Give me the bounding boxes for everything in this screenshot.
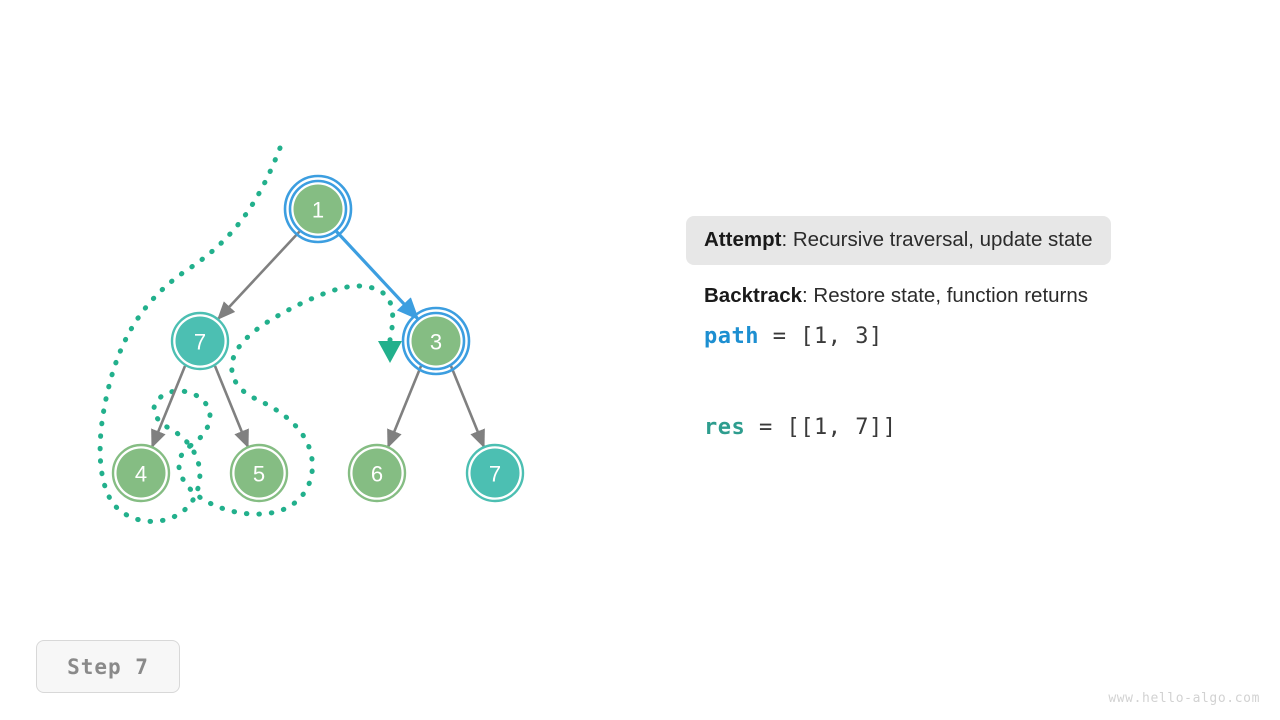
- code-spacer: [686, 353, 1246, 411]
- node-outer-ring: [347, 443, 407, 503]
- node-outer-ring: [465, 443, 525, 503]
- tree-node-1[interactable]: 1: [283, 174, 353, 244]
- tree-node-3[interactable]: 3: [401, 306, 471, 376]
- tree-node-4[interactable]: 4: [111, 443, 171, 503]
- state-info-panel: Attempt: Recursive traversal, update sta…: [686, 216, 1246, 444]
- backtrack-text: : Restore state, function returns: [802, 283, 1089, 307]
- tree-node-7-right[interactable]: 7: [465, 443, 525, 503]
- tree-edges: [150, 229, 486, 449]
- cursor-triangle-icon: [378, 341, 402, 363]
- tree-node-6[interactable]: 6: [347, 443, 407, 503]
- node-body: [470, 448, 520, 498]
- node-value: 3: [430, 330, 442, 355]
- node-outer-ring: [406, 311, 466, 371]
- backtrack-row: Backtrack: Restore state, function retur…: [686, 272, 1106, 321]
- edge-7-to-5: [213, 365, 250, 449]
- node-body: [116, 448, 166, 498]
- node-value: 7: [194, 330, 206, 355]
- path-variable-line: path = [1, 3]: [686, 320, 1246, 353]
- tree-node-5[interactable]: 5: [229, 443, 289, 503]
- edge-1-to-7: [217, 230, 301, 320]
- attempt-text: : Recursive traversal, update state: [781, 228, 1093, 251]
- res-variable-value: = [[1, 7]]: [745, 415, 897, 441]
- step-badge: Step 7: [36, 640, 180, 693]
- edge-3-to-6: [386, 365, 423, 449]
- node-highlight-ring: [401, 306, 471, 376]
- attempt-line: Attempt: Recursive traversal, update sta…: [704, 228, 1093, 251]
- node-highlight-ring: [283, 174, 353, 244]
- path-variable-name: path: [704, 324, 759, 350]
- backtrack-line: Backtrack: Restore state, function retur…: [704, 284, 1088, 307]
- node-body: [411, 316, 461, 366]
- node-value: 6: [371, 462, 383, 487]
- edge-1-to-3: [334, 229, 420, 321]
- watermark: www.hello-algo.com: [1108, 691, 1260, 706]
- node-value: 7: [489, 462, 501, 487]
- node-body: [234, 448, 284, 498]
- attempt-row: Attempt: Recursive traversal, update sta…: [686, 216, 1111, 265]
- path-variable-value: = [1, 3]: [758, 324, 883, 350]
- node-outer-ring: [111, 443, 171, 503]
- tree-node-7-left[interactable]: 7: [170, 311, 230, 371]
- binary-tree-diagram: 1 7 3 4 5 6 7: [97, 145, 525, 524]
- node-value: 1: [312, 198, 324, 223]
- node-outer-ring: [229, 443, 289, 503]
- backtracking-dotted-path: [97, 145, 396, 524]
- res-variable-name: res: [704, 415, 746, 441]
- node-body: [352, 448, 402, 498]
- attempt-key: Attempt: [704, 228, 782, 251]
- node-value: 5: [253, 462, 265, 487]
- node-outer-ring: [288, 179, 348, 239]
- node-body: [175, 316, 225, 366]
- backtrack-key: Backtrack: [704, 283, 803, 307]
- res-variable-line: res = [[1, 7]]: [686, 411, 1246, 444]
- edge-7-to-4: [150, 365, 187, 449]
- node-value: 4: [135, 462, 147, 487]
- edge-3-to-7: [449, 365, 486, 449]
- node-outer-ring: [170, 311, 230, 371]
- node-body: [293, 184, 343, 234]
